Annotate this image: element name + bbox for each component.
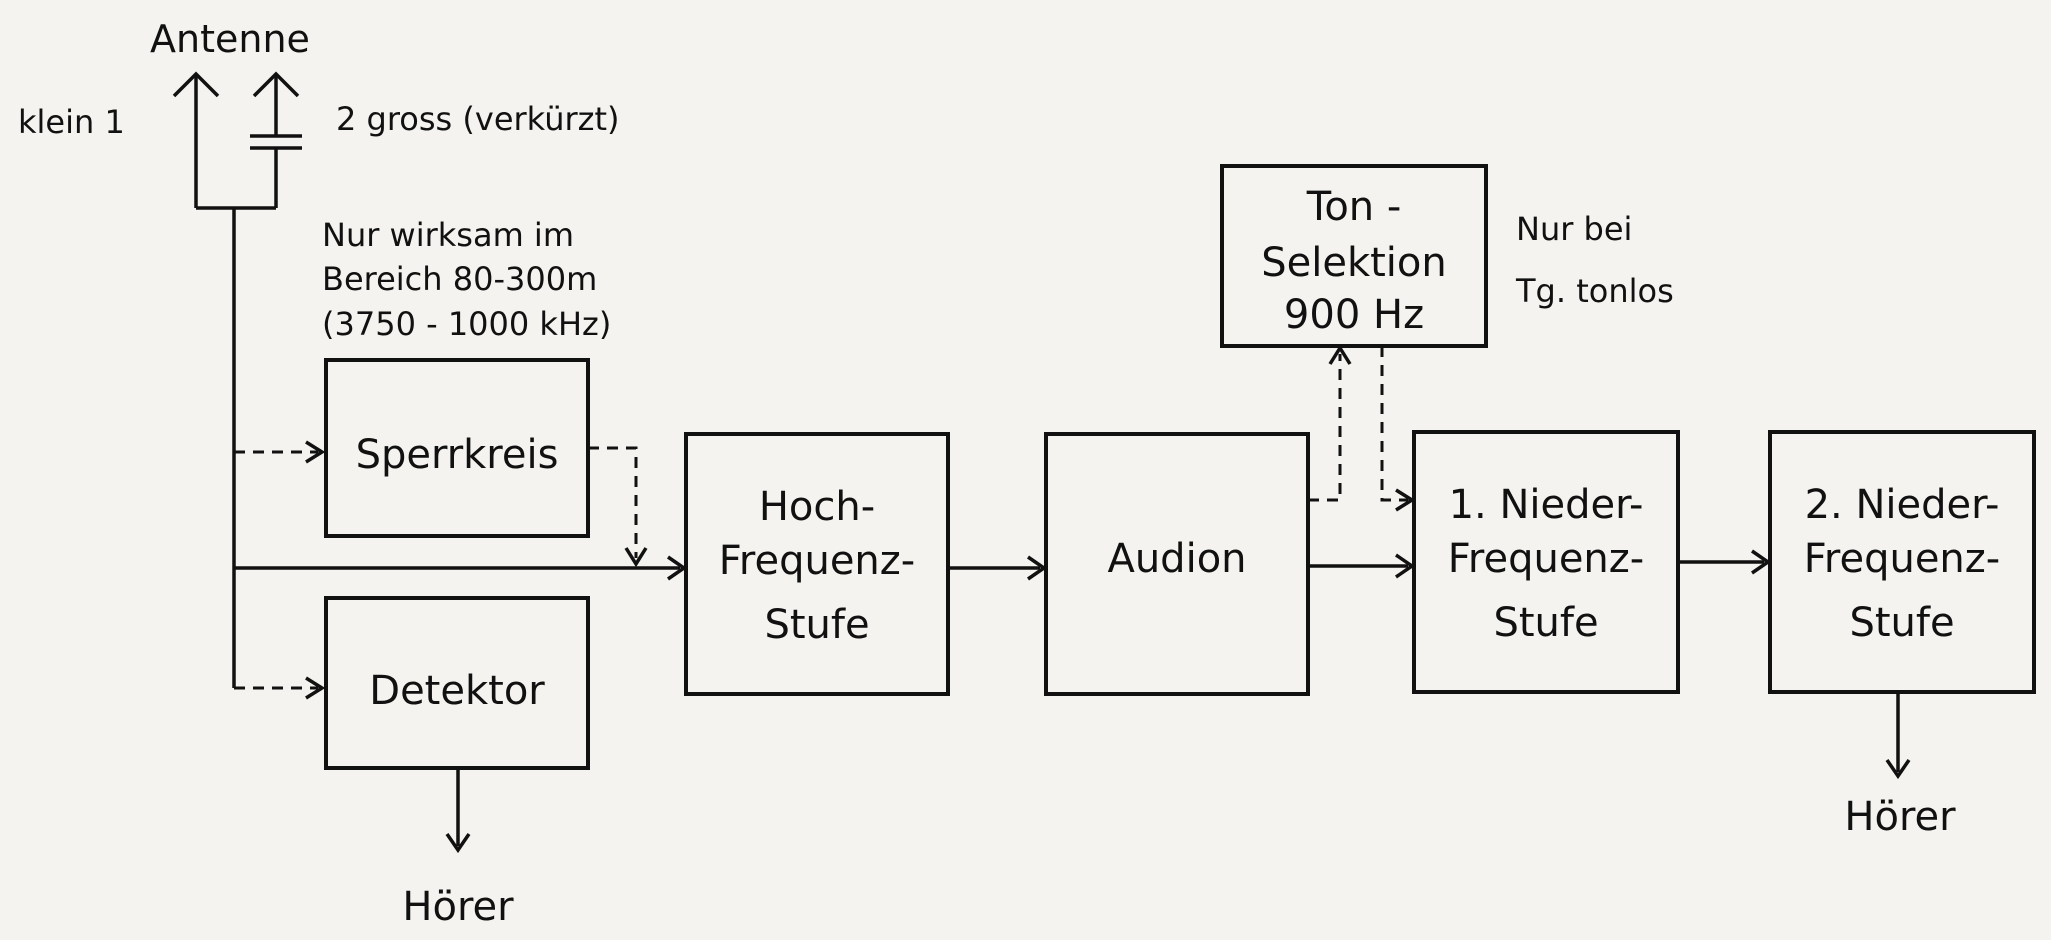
connector-sperrkreis-to-main (588, 446, 648, 568)
tone-note: Nur bei Tg. tonlos (1515, 210, 1674, 310)
range-note-line-2: Bereich 80-300m (322, 260, 597, 298)
block-detektor-label: Detektor (369, 668, 545, 714)
connector-audion-to-nf1 (1308, 553, 1416, 579)
connector-feeder-to-detektor (234, 676, 326, 700)
block-audion-label: Audion (1107, 536, 1246, 582)
connector-detektor-to-hoerer (445, 768, 471, 854)
connector-hf-to-audion (948, 555, 1048, 581)
hoerer-label-detektor: Hörer (402, 884, 514, 930)
connector-ton-selektion-to-nf1 (1380, 346, 1416, 512)
block-nf1-line-1: 1. Nieder- (1449, 482, 1644, 528)
range-note: Nur wirksam im Bereich 80-300m (3750 - 1… (322, 216, 611, 343)
block-nf2-line-1: 2. Nieder- (1805, 482, 2000, 528)
block-detektor: Detektor (324, 596, 590, 770)
antenna-symbol-2 (250, 71, 302, 208)
block-hf-stufe-line-3: Stufe (764, 602, 869, 648)
range-note-line-3: (3750 - 1000 kHz) (322, 305, 611, 343)
connector-nf2-to-hoerer (1885, 692, 1911, 780)
hoerer-label-nf2: Hörer (1844, 794, 1956, 840)
antenna-label: Antenne (150, 17, 310, 61)
block-hf-stufe: Hoch- Frequenz- Stufe (684, 432, 950, 696)
connector-feeder-to-sperrkreis (234, 440, 326, 464)
connector-nf1-to-nf2 (1678, 549, 1772, 575)
block-nf2-line-2: Frequenz- (1804, 536, 2000, 582)
antenna-small-label: klein 1 (18, 103, 125, 141)
block-nf1: 1. Nieder- Frequenz- Stufe (1412, 430, 1680, 694)
block-hf-stufe-line-1: Hoch- (759, 484, 875, 530)
block-ton-selektion-line-2: Selektion (1261, 240, 1447, 286)
connector-main-to-hf (234, 555, 688, 581)
block-ton-selektion-line-3: 900 Hz (1284, 292, 1424, 338)
connector-audion-to-ton-selektion (1308, 344, 1352, 502)
antenna-large-label: 2 gross (verkürzt) (336, 100, 619, 138)
block-ton-selektion-line-1: Ton - (1306, 184, 1402, 230)
block-ton-selektion: Ton - Selektion 900 Hz (1220, 164, 1488, 348)
block-nf1-line-2: Frequenz- (1448, 536, 1644, 582)
tone-note-line-2: Tg. tonlos (1515, 272, 1674, 310)
tone-note-line-1: Nur bei (1516, 210, 1632, 248)
block-hf-stufe-line-2: Frequenz- (719, 538, 915, 584)
block-nf2: 2. Nieder- Frequenz- Stufe (1768, 430, 2036, 694)
range-note-line-1: Nur wirksam im (322, 216, 574, 254)
block-sperrkreis-label: Sperrkreis (356, 432, 559, 478)
block-nf1-line-3: Stufe (1493, 600, 1598, 646)
block-audion: Audion (1044, 432, 1310, 696)
block-sperrkreis: Sperrkreis (324, 358, 590, 538)
block-nf2-line-3: Stufe (1849, 600, 1954, 646)
antenna-symbol-1 (172, 71, 220, 208)
